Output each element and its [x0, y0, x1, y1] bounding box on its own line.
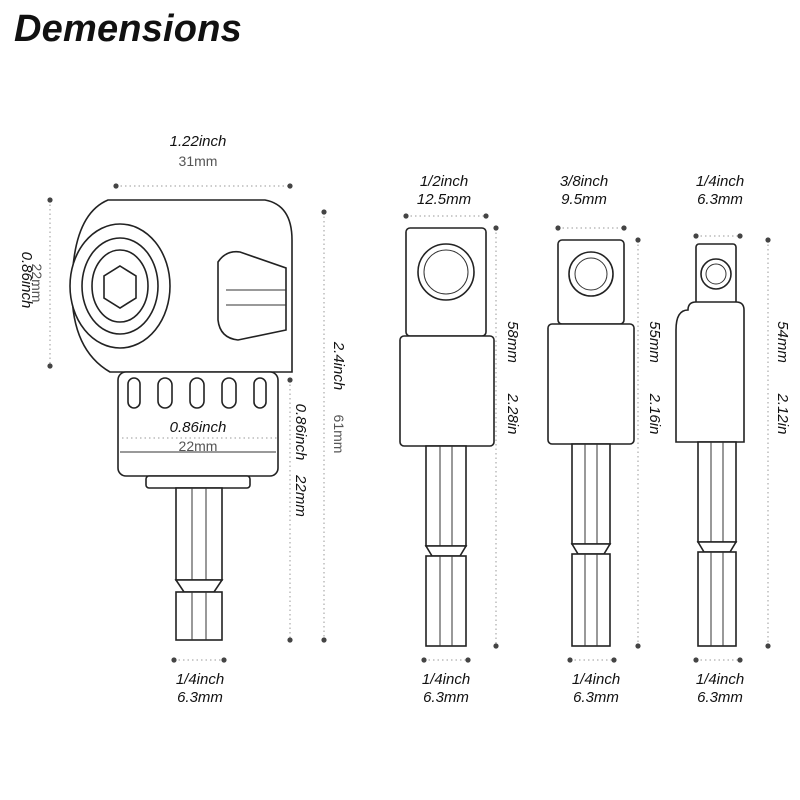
ext1-drive-inch: 1/2inch: [420, 173, 468, 190]
page-title: Demensions: [14, 8, 242, 50]
adapter-head-height-mm: 22mm: [29, 264, 45, 303]
ext1-shank-mm: 6.3mm: [423, 689, 469, 706]
extension-quarter-inch-drawing: [675, 243, 745, 647]
ext1-length-inch: 2.28in: [504, 393, 521, 435]
ext2-shank-inch: 1/4inch: [572, 671, 620, 688]
ext3-length-mm: 54mm: [774, 321, 791, 363]
adapter-head-height-inch: 0.86inch: [18, 252, 35, 309]
adapter-hex-shank: [174, 487, 224, 641]
adapter-dimension-guides: [47, 183, 327, 663]
extension-three-eighths-drawing: [547, 239, 635, 647]
adapter-total-height-mm: 61mm: [331, 415, 347, 454]
adapter-shank-inch: 1/4inch: [176, 671, 224, 688]
extension-half-inch-drawing: [399, 227, 495, 647]
ext2-drive-inch: 3/8inch: [560, 173, 608, 190]
ext2-shank-mm: 6.3mm: [573, 689, 619, 706]
extension-three-eighths-guides: [555, 225, 641, 663]
adapter-shank-mm: 6.3mm: [177, 689, 223, 706]
square-drive-hole-icon: [568, 251, 614, 297]
ext1-length-mm: 58mm: [504, 321, 521, 363]
angle-adapter-drawing: [69, 199, 293, 641]
adapter-collar-width-mm: 22mm: [179, 438, 218, 454]
square-drive-hole-icon: [417, 243, 475, 301]
adapter-collar-height-mm: 22mm: [292, 474, 309, 517]
extension-quarter-inch-guides: [693, 233, 771, 663]
extension-half-inch-guides: [403, 213, 499, 663]
square-drive-hole-icon: [700, 258, 732, 290]
ext3-drive-inch: 1/4inch: [696, 173, 744, 190]
adapter-side-slot: [217, 250, 287, 341]
ext3-drive-mm: 6.3mm: [697, 191, 743, 208]
hex-socket-icon: [103, 265, 137, 309]
ext3-shank-inch: 1/4inch: [696, 671, 744, 688]
adapter-width-mm: 31mm: [179, 153, 218, 169]
ext2-length-mm: 55mm: [646, 321, 663, 363]
ext2-drive-mm: 9.5mm: [561, 191, 607, 208]
adapter-collar-height-inch: 0.86inch: [292, 404, 309, 461]
ext1-drive-mm: 12.5mm: [417, 191, 471, 208]
adapter-width-inch: 1.22inch: [170, 133, 227, 150]
ext3-length-inch: 2.12in: [774, 393, 791, 435]
ext1-shank-inch: 1/4inch: [422, 671, 470, 688]
ext2-length-inch: 2.16in: [646, 393, 663, 435]
ext3-shank-mm: 6.3mm: [697, 689, 743, 706]
adapter-collar-width-inch: 0.86inch: [170, 419, 227, 436]
adapter-total-height-inch: 2.4inch: [330, 341, 347, 390]
